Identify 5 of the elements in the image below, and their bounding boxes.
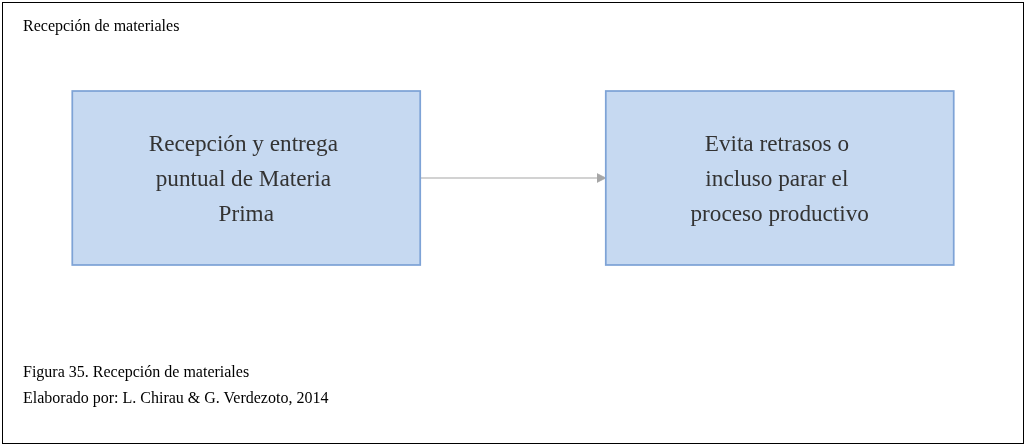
title: Recepción de materiales <box>23 17 180 35</box>
credit-note: Elaborado por: L. Chirau & G. Verdezoto, 2014 <box>23 389 329 407</box>
node-box: Recepción y entrega puntual de Materia Prima <box>71 90 422 266</box>
caption: Figura 35. Recepción de materiales <box>23 363 250 381</box>
node-box: Evita retrasos o incluso parar el proceso productivo <box>604 90 955 266</box>
